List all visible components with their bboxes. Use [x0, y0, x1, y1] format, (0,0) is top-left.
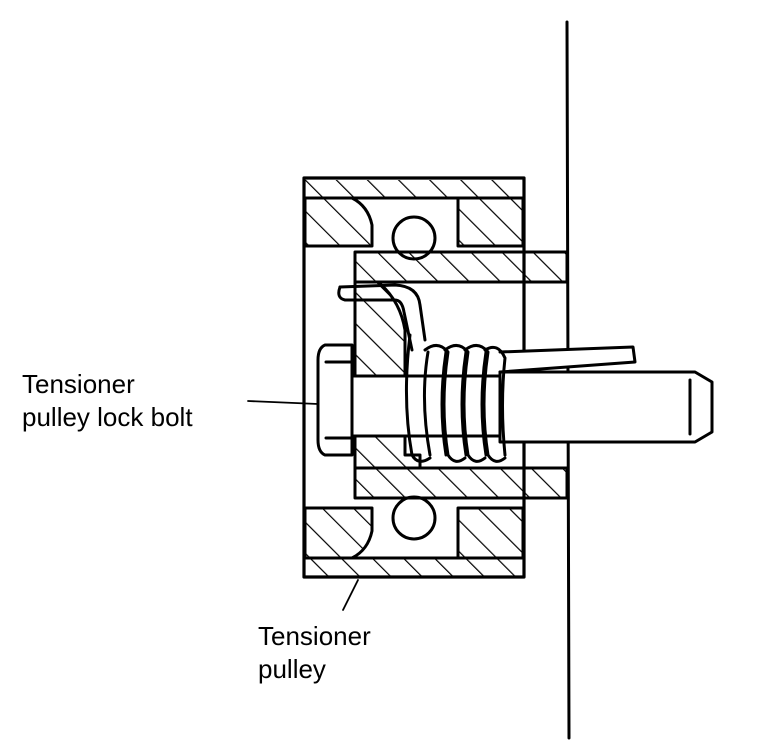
outer-race-top-right: [456, 196, 525, 248]
lock-bolt-label-line2: pulley lock bolt: [22, 402, 193, 432]
outer-race-top: [305, 180, 523, 198]
lock-bolt-leader: [247, 400, 319, 405]
outer-race-bottom-right: [456, 506, 525, 560]
pulley-label: Tensioner pulley: [258, 620, 371, 686]
lock-bolt-label-line1: Tensioner: [22, 369, 135, 399]
outer-race-bottom-left: [303, 506, 374, 560]
bolt-thread: [498, 370, 714, 444]
lock-bolt-label: Tensioner pulley lock bolt: [22, 368, 193, 434]
torsion-spring: [404, 333, 507, 463]
bolt-head: [316, 343, 354, 457]
inner-hub-top: [353, 250, 569, 284]
pulley-label-line2: pulley: [258, 654, 326, 684]
outer-race-bottom: [305, 558, 523, 576]
inner-hub-bottom: [353, 466, 569, 500]
spring-tail: [337, 285, 414, 352]
bearing-ball-bottom: [391, 495, 437, 541]
spring-lever: [498, 345, 637, 374]
pulley-label-line1: Tensioner: [258, 621, 371, 651]
outer-race-top-left: [303, 196, 374, 248]
pulley-leader: [342, 579, 359, 611]
